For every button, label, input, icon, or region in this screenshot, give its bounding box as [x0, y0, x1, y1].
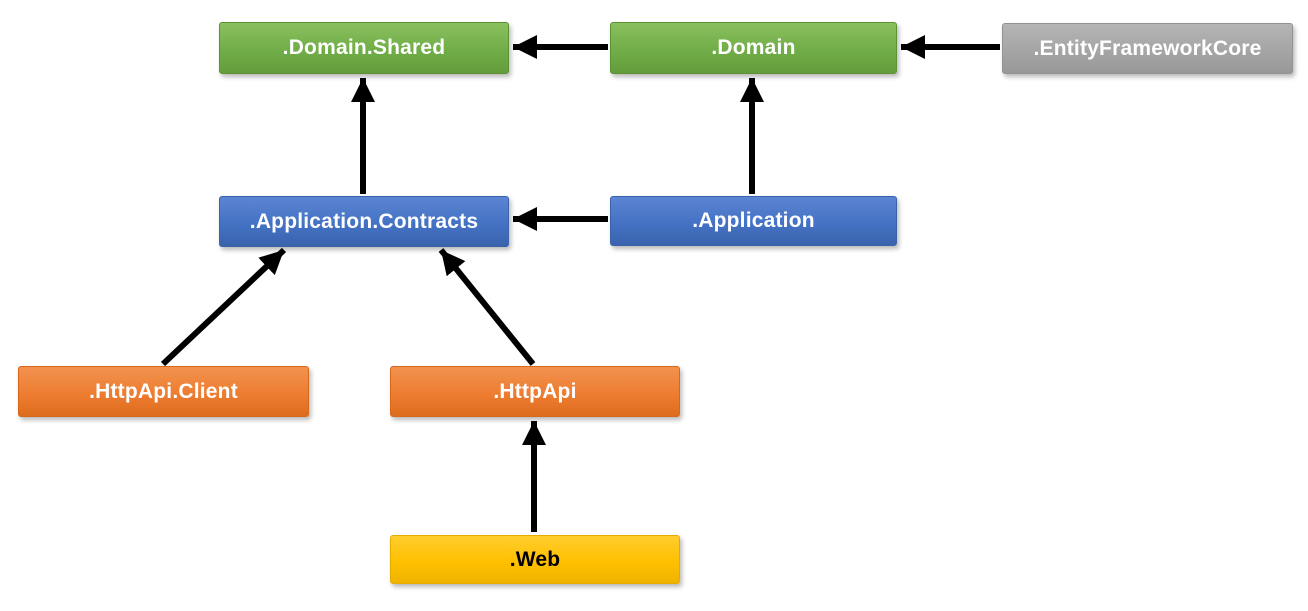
node-web: .Web [390, 535, 680, 584]
node-application-contracts: .Application.Contracts [219, 196, 509, 247]
arrow-httpapi-client-to-contracts [160, 247, 287, 367]
node-httpapi: .HttpApi [390, 366, 680, 417]
node-entityframeworkcore: .EntityFrameworkCore [1002, 23, 1293, 74]
node-domain-shared: .Domain.Shared [219, 22, 509, 74]
node-httpapi-client: .HttpApi.Client [18, 366, 309, 417]
arrow-httpapi-to-contracts [438, 248, 536, 366]
node-domain: .Domain [610, 22, 897, 74]
node-application: .Application [610, 196, 897, 246]
